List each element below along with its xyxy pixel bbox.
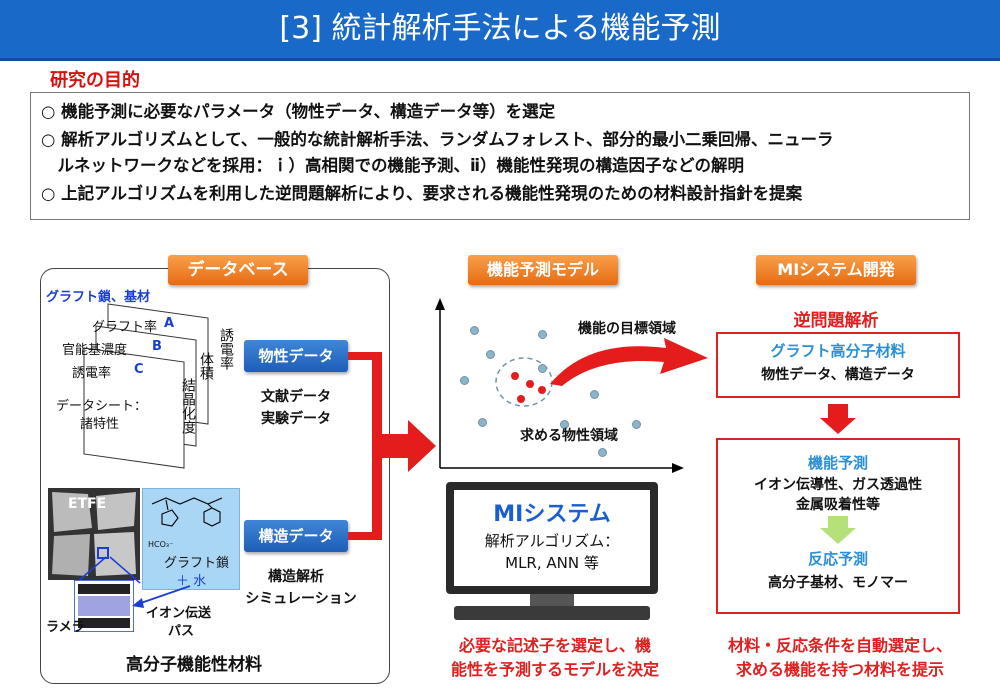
scatter-point: [470, 326, 479, 335]
etfe-image: [48, 488, 140, 580]
monitor-base: [454, 606, 650, 620]
prediction-box: [716, 438, 960, 614]
experimental-data: 実験データ: [261, 411, 331, 427]
scatter-point: [538, 330, 547, 339]
ion-path-arrow: [132, 585, 191, 608]
model-label: 機能予測モデル: [468, 255, 618, 285]
scatter-point: [486, 350, 495, 359]
scatter-point: [598, 448, 607, 457]
data-sheets-graphic: [83, 303, 209, 469]
target-curve-arrow: [550, 338, 708, 386]
structure-data-button: 構造データ: [244, 520, 348, 552]
hco3-label: HCO₃⁻: [148, 540, 174, 549]
simulation: シミュレーション: [245, 591, 357, 607]
scatter-point: [560, 420, 569, 429]
literature-data: 文献データ: [261, 389, 331, 405]
merge-arrow: [348, 352, 436, 540]
desired-region-label: 求める物性領域: [520, 428, 618, 444]
lamella-image: [74, 580, 134, 632]
chemical-structure-icon: [151, 497, 223, 527]
ion-path-label-1: イオン伝送: [146, 606, 212, 621]
row-permittivity: 誘電率: [72, 366, 112, 381]
scatter-point: [460, 376, 469, 385]
function-prediction-title: 機能予測: [807, 454, 868, 472]
monitor-screen: [454, 490, 650, 586]
plus-water-label: ＋ 水: [176, 574, 207, 589]
purpose-title: 研究の目的: [50, 70, 140, 91]
down-arrow: [820, 404, 856, 434]
mi-caption-2: 求める機能を持つ材料を提示: [735, 660, 944, 679]
mi-dev-label: MIシステム開発: [756, 255, 916, 285]
function-prediction-sub1: イオン伝導性、ガス透過性: [754, 477, 922, 493]
algorithm-label: 解析アルゴリズム：: [484, 532, 620, 550]
target-point: [511, 372, 519, 380]
ion-path-label-2: パス: [168, 624, 195, 639]
structure-analysis: 構造解析: [268, 569, 324, 585]
scatter-axes: [435, 298, 684, 473]
row-functional-group: 官能基濃度: [62, 343, 128, 358]
scatter-point: [478, 418, 487, 427]
lamella-label: ラメラ: [46, 620, 85, 635]
purpose-item-2: ○ 解析アルゴリズムとして、一般的な統計解析手法、ランダムフォレスト、部分的最小…: [41, 130, 834, 149]
purpose-item-1: ○ 機能予測に必要なパラメータ（物性データ、構造データ等）を選定: [41, 102, 556, 121]
inverse-analysis: 逆問題解析: [793, 311, 879, 331]
green-down-arrow: [820, 516, 856, 544]
graft-material-sub: 物性データ、構造データ: [761, 367, 915, 383]
etfe-label: ETFE: [68, 496, 107, 512]
mi-caption-1: 材料・反応条件を自動選定し、: [727, 636, 952, 655]
graft-substrate-label: グラフト鎖、基材: [46, 290, 151, 305]
row-letter-c: C: [134, 362, 144, 377]
algorithm-list: MLR, ANN 等: [505, 554, 599, 572]
scatter-point: [538, 364, 547, 373]
purpose-item-3: ○ 上記アルゴリズムを利用した逆問題解析により、要求される機能性発現のための材料…: [41, 184, 803, 203]
reaction-prediction-title: 反応予測: [807, 550, 868, 568]
target-point: [517, 395, 525, 403]
graft-structure-box: [142, 488, 240, 590]
scatter-point: [590, 390, 599, 399]
graft-chain-label: グラフト鎖: [164, 556, 230, 571]
zoom-lines: [75, 556, 141, 584]
function-prediction-sub2: 金属吸着性等: [796, 497, 880, 513]
scatter-point: [632, 420, 641, 429]
header-underline: [0, 58, 1000, 61]
mi-system-title: MIシステム: [493, 502, 611, 527]
purpose-box: ○ 機能予測に必要なパラメータ（物性データ、構造データ等）を選定 ○ 解析アルゴ…: [30, 92, 970, 220]
target-point: [538, 386, 546, 394]
target-region-label: 機能の目標領域: [578, 321, 676, 337]
vertical-permittivity: 誘電率: [218, 328, 234, 370]
property-data-button: 物性データ: [244, 340, 348, 372]
graft-material-box: [716, 332, 960, 398]
monitor-stand: [530, 594, 574, 606]
polymer-material-caption: 高分子機能性材料: [126, 655, 262, 675]
sheet-label-2: 諸特性: [80, 417, 120, 432]
sheet-label-1: データシート：: [56, 399, 148, 414]
vertical-crystallinity: 結晶化度: [180, 378, 196, 434]
page-title: [3] 統計解析手法による機能予測: [0, 0, 1000, 58]
model-caption-1: 必要な記述子を選定し、機: [458, 636, 651, 655]
purpose-item-2-cont: ルネットワークなどを採用：ｉ）高相関での機能予測、ⅱ）機能性発現の構造因子などの…: [41, 156, 745, 175]
target-point: [526, 380, 534, 388]
model-caption-2: 能性を予測するモデルを決定: [450, 660, 659, 679]
vertical-volume: 体積: [198, 352, 214, 380]
row-letter-a: A: [164, 316, 175, 331]
graft-material-title: グラフト高分子材料: [770, 342, 906, 360]
row-graft-rate: グラフト率: [92, 320, 158, 335]
row-letter-b: B: [152, 339, 162, 354]
database-label: データベース: [168, 255, 308, 285]
reaction-prediction-sub: 高分子基材、モノマー: [768, 575, 908, 591]
